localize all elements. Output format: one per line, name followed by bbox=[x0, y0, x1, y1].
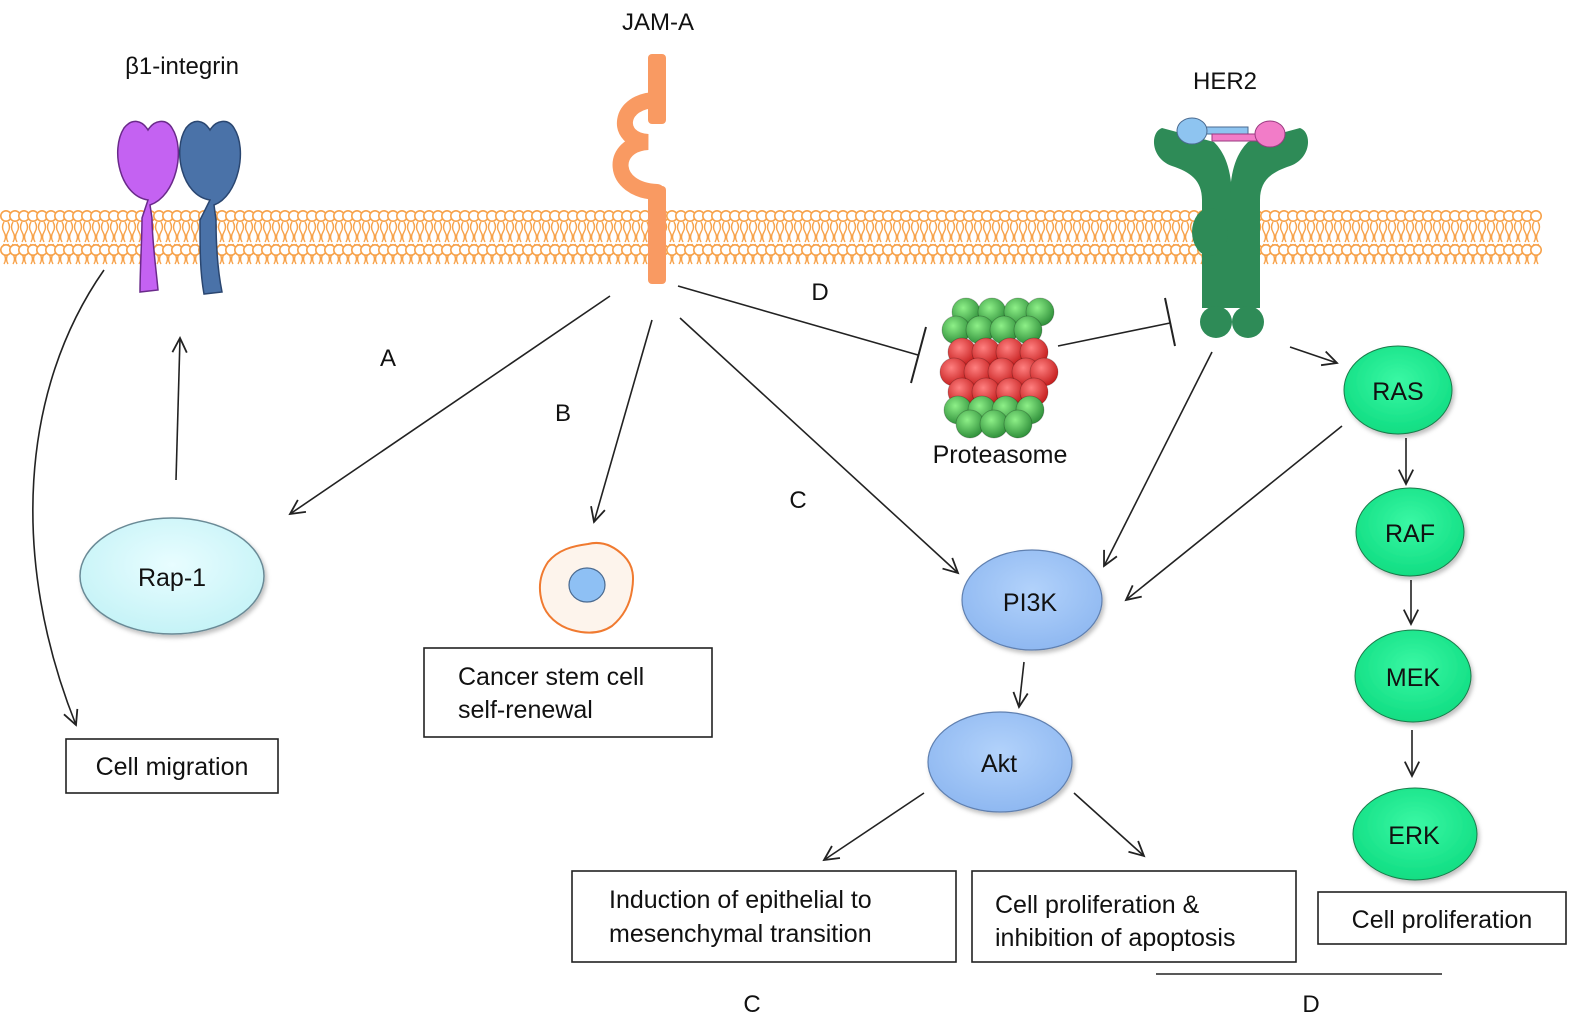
proteasome-label: Proteasome bbox=[933, 441, 1068, 469]
erk-ellipse bbox=[1352, 787, 1478, 881]
ras-ellipse bbox=[1343, 345, 1453, 435]
arrow-integrin-to-migration bbox=[32, 269, 105, 725]
her2-right-monomer bbox=[1230, 128, 1309, 308]
cell-proliferation-border bbox=[1317, 891, 1567, 945]
pi3k-label: PI3K bbox=[1003, 589, 1058, 617]
cell-migration-border bbox=[65, 738, 279, 794]
jam-a-stem bbox=[648, 54, 666, 124]
arrow-akt-to-proliferation bbox=[1073, 792, 1144, 856]
integrin-label: β1-integrin bbox=[125, 53, 239, 80]
footer-label-c: C bbox=[743, 991, 760, 1018]
cancer-stem-cell-box: Cancer stem cell self-renewal bbox=[423, 647, 713, 738]
cell-membrane bbox=[0, 210, 1543, 265]
pi3k-ellipse bbox=[961, 549, 1103, 651]
emt-line1: Induction of epithelial to bbox=[609, 886, 872, 914]
cancer-stem-cell-border bbox=[423, 647, 713, 738]
her2-label: HER2 bbox=[1193, 68, 1257, 95]
arrow-her2-to-pi3k bbox=[1104, 351, 1213, 566]
integrin-beta-subunit bbox=[179, 120, 242, 295]
pi3k-node: PI3K bbox=[961, 549, 1103, 651]
stem-cell-illustration bbox=[539, 542, 634, 634]
rap1-ellipse bbox=[79, 517, 265, 635]
proliferation-apoptosis-line2: inhibition of apoptosis bbox=[995, 924, 1235, 952]
akt-ellipse bbox=[927, 711, 1073, 813]
proteasome-complex bbox=[939, 297, 1059, 439]
her2-left-kinase bbox=[1200, 306, 1232, 338]
raf-node: RAF bbox=[1355, 487, 1465, 577]
arrow-rap1-to-integrin bbox=[176, 338, 180, 481]
integrin-alpha-subunit bbox=[117, 120, 180, 293]
her2-ligand-pink bbox=[1254, 120, 1286, 148]
inhibit-bar-proteasome bbox=[910, 326, 927, 384]
arrow-jam-to-pi3k bbox=[679, 317, 958, 573]
rap1-node: Rap-1 bbox=[79, 517, 265, 635]
cell-migration-text: Cell migration bbox=[96, 753, 249, 781]
mek-label: MEK bbox=[1386, 664, 1441, 692]
her2-receptor bbox=[1153, 117, 1309, 338]
proliferation-apoptosis-box: Cell proliferation & inhibition of apopt… bbox=[971, 870, 1297, 963]
her2-left-monomer bbox=[1153, 128, 1232, 308]
pathway-label-a: A bbox=[380, 345, 396, 372]
cell-proliferation-box: Cell proliferation bbox=[1317, 891, 1567, 945]
stem-cell-nucleus bbox=[568, 567, 606, 603]
erk-label: ERK bbox=[1388, 822, 1440, 850]
jam-a-label: JAM-A bbox=[622, 9, 694, 36]
arrow-akt-to-emt bbox=[824, 792, 925, 860]
jam-a-transmembrane bbox=[648, 186, 666, 284]
pathway-label-d: D bbox=[811, 279, 828, 306]
inhibit-jam-to-proteasome bbox=[677, 285, 919, 356]
proliferation-apoptosis-line1: Cell proliferation & bbox=[995, 891, 1200, 919]
emt-border bbox=[571, 870, 957, 963]
cancer-stem-cell-line2: self-renewal bbox=[458, 696, 593, 724]
inhibit-proteasome-to-her2 bbox=[1057, 322, 1171, 347]
rap1-label: Rap-1 bbox=[138, 564, 206, 592]
akt-node: Akt bbox=[927, 711, 1073, 813]
proliferation-apoptosis-border bbox=[971, 870, 1297, 963]
mek-ellipse bbox=[1354, 629, 1472, 723]
pathway-label-b: B bbox=[555, 400, 571, 427]
emt-box: Induction of epithelial to mesenchymal t… bbox=[571, 870, 957, 963]
emt-line2: mesenchymal transition bbox=[609, 920, 872, 948]
pathway-label-c: C bbox=[789, 487, 806, 514]
footer-label-d: D bbox=[1302, 991, 1319, 1018]
ras-label: RAS bbox=[1372, 378, 1423, 406]
her2-right-kinase bbox=[1232, 306, 1264, 338]
inhibit-bar-her2 bbox=[1164, 297, 1176, 347]
erk-node: ERK bbox=[1352, 787, 1478, 881]
ras-node: RAS bbox=[1343, 345, 1453, 435]
arrow-her2-to-ras bbox=[1289, 346, 1337, 363]
integrin-receptor bbox=[117, 120, 242, 295]
her2-left-tm-bulge bbox=[1192, 208, 1228, 256]
cell-proliferation-text: Cell proliferation bbox=[1352, 906, 1533, 934]
jam-a-loops bbox=[612, 92, 665, 200]
connectors bbox=[32, 269, 1412, 860]
mek-node: MEK bbox=[1354, 629, 1472, 723]
arrow-ras-to-pi3k bbox=[1126, 425, 1343, 600]
arrow-jam-to-rap1 bbox=[290, 295, 611, 514]
cancer-stem-cell-line1: Cancer stem cell bbox=[458, 663, 644, 691]
arrow-jam-to-stem-cell bbox=[594, 319, 653, 522]
cell-migration-box: Cell migration bbox=[65, 738, 279, 794]
raf-label: RAF bbox=[1385, 520, 1435, 548]
arrow-pi3k-to-akt bbox=[1019, 661, 1024, 707]
jam-a-receptor bbox=[612, 54, 666, 284]
raf-ellipse bbox=[1355, 487, 1465, 577]
her2-ligand-blue bbox=[1176, 117, 1208, 145]
akt-label: Akt bbox=[981, 750, 1017, 778]
